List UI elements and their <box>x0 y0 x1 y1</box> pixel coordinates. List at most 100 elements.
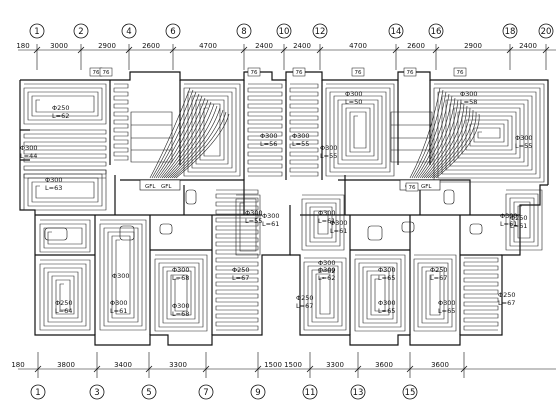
bottom-axis-label: 9 <box>255 388 260 398</box>
manifold-label: GFL <box>145 184 156 190</box>
loop-length-label: L=65 <box>378 307 395 315</box>
supply-pipe <box>427 105 468 179</box>
loop-length-label: L=61 <box>318 217 335 225</box>
supply-pipe <box>411 89 444 179</box>
bottom-axis-bubble <box>30 384 46 400</box>
loop-pitch-label: Φ300 <box>45 176 63 184</box>
supply-pipe <box>171 109 224 179</box>
loop-pitch-label: Φ300 <box>460 90 478 98</box>
bottom-axis-label: 1 <box>35 388 40 398</box>
supply-pipe <box>149 87 191 179</box>
loop-length-label: L=58 <box>460 98 477 106</box>
bottom-dimension-tick <box>145 365 153 373</box>
top-axis-bubble <box>236 23 252 39</box>
loop-length-label: L=62 <box>318 274 335 282</box>
top-dimension-tick <box>280 46 288 54</box>
top-axis-bubble <box>428 23 444 39</box>
top-dimension-text: 2900 <box>98 42 116 50</box>
loop-length-label: L=61 <box>262 220 279 228</box>
heating-pipe-loop <box>413 254 457 332</box>
wall <box>19 80 291 346</box>
loop-length-label: L=62 <box>52 112 69 120</box>
loop-pitch-label: Φ300 <box>345 90 363 98</box>
manifold-box <box>139 179 181 191</box>
wall <box>20 71 549 185</box>
heating-pipe-loop <box>303 257 347 331</box>
bottom-axis-bubble <box>402 384 418 400</box>
loop-pitch-label: Φ300 <box>318 209 336 217</box>
loop-pitch-label: Φ300 <box>318 259 336 267</box>
room-tag-box <box>99 67 113 77</box>
top-dimension-text: 2900 <box>464 42 482 50</box>
top-dimension-tick <box>125 46 133 54</box>
bottom-dimension-text: 180 <box>11 361 24 369</box>
supply-pipe <box>163 101 212 179</box>
bottom-dimension-text: 3300 <box>326 361 344 369</box>
top-axis-label: 12 <box>315 27 326 37</box>
room-tag-box <box>405 182 419 192</box>
top-dimension-text: 180 <box>16 42 29 50</box>
top-dimension-tick <box>316 46 324 54</box>
fixture-layer <box>44 179 483 241</box>
room-tag-box <box>292 67 306 77</box>
loop-length-label: L=61 <box>510 222 527 230</box>
heating-pipe-loop <box>235 194 261 256</box>
supply-pipe <box>421 99 459 179</box>
supply-pipe <box>413 91 447 179</box>
heating-pipe-loop <box>433 83 545 183</box>
supply-pipe <box>173 111 227 179</box>
wall <box>35 249 502 256</box>
heating-pipe-loop <box>289 83 319 177</box>
top-axis-bubble <box>29 23 45 39</box>
bottom-dimension-text: 1500 <box>284 361 302 369</box>
room-tag-box <box>247 67 261 77</box>
top-dimension-text: 4700 <box>199 42 217 50</box>
bottom-dimension-tick <box>93 365 101 373</box>
top-dimension-tick <box>392 46 400 54</box>
top-dimension-tick <box>77 46 85 54</box>
supply-pipe <box>417 95 453 179</box>
loop-length-label: L=64 <box>55 307 72 315</box>
supply-pipe <box>155 93 200 179</box>
loop-length-label: L=68 <box>172 310 189 318</box>
loop-length-label: L=65 <box>378 274 395 282</box>
supply-pipe <box>425 103 465 179</box>
heating-pipe-loop <box>301 194 345 251</box>
top-axis-bubble <box>502 23 518 39</box>
heating-pipe-loop <box>215 189 259 331</box>
loop-length-label: L=62 <box>318 267 335 275</box>
sanitary-fixture <box>469 223 483 235</box>
loop-pitch-label: Φ250 <box>52 104 70 112</box>
heating-pipe-loop <box>23 169 107 211</box>
loop-length-label: L=61 <box>500 220 517 228</box>
top-axis-label: 2 <box>78 27 83 37</box>
heating-pipe-loop <box>463 257 499 331</box>
top-axis-bubble <box>538 23 554 39</box>
top-dimension-text: 2600 <box>407 42 425 50</box>
bottom-axis-label: 15 <box>405 388 416 398</box>
supply-pipe <box>161 99 209 179</box>
supply-pipe <box>409 87 441 179</box>
room-tag-box <box>351 67 365 77</box>
heating-pipe-loop <box>247 83 283 177</box>
top-axis-bubble <box>388 23 404 39</box>
top-dimension-tick <box>169 46 177 54</box>
loop-length-label: L=63 <box>45 184 62 192</box>
sanitary-fixture <box>159 223 173 235</box>
top-axis-bubble <box>276 23 292 39</box>
heating-pipe-loop <box>113 83 129 161</box>
supply-pipe <box>435 113 480 179</box>
loop-length-label: L=67 <box>498 299 515 307</box>
room-tag: 76 <box>457 70 464 76</box>
bottom-dimension-text: 3800 <box>57 361 75 369</box>
top-dimension-text: 2400 <box>255 42 273 50</box>
bottom-dimension-tick <box>202 365 210 373</box>
sanitary-fixture <box>443 189 455 205</box>
bottom-dimension-tick <box>306 365 314 373</box>
supply-pipe <box>167 105 218 179</box>
manifold-box <box>399 179 441 191</box>
sanitary-fixture <box>44 227 68 241</box>
room-tag-box <box>403 67 417 77</box>
bottom-axis-label: 5 <box>146 388 151 398</box>
loop-length-label: L=67 <box>430 274 447 282</box>
